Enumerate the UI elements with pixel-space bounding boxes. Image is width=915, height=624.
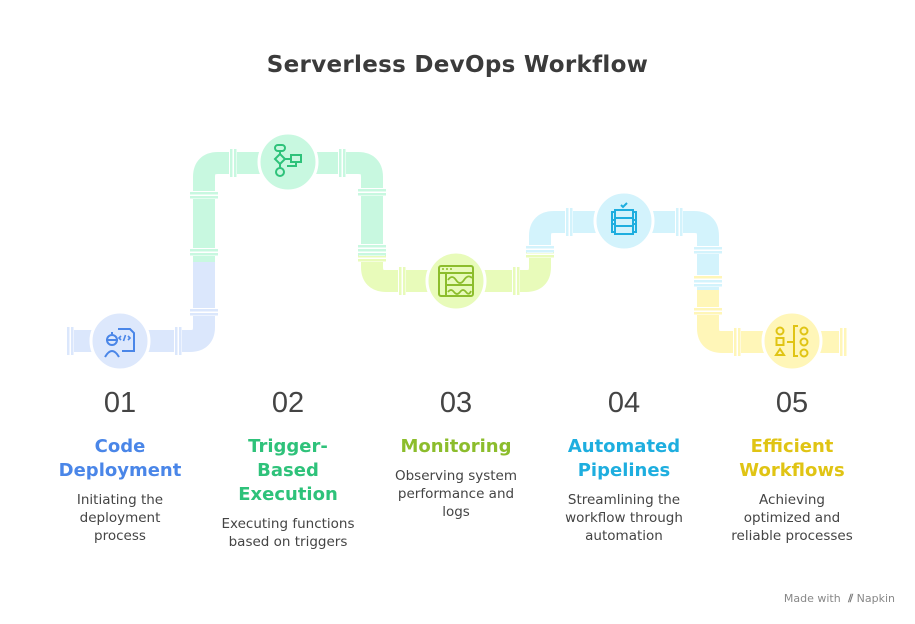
dashboard-chart-icon — [438, 265, 474, 297]
pipe-flange-bar — [358, 253, 386, 256]
footer-credit[interactable]: Made with ⫽ Napkin — [784, 592, 895, 606]
pipe-flange-bar — [844, 328, 847, 356]
pipe-flange-bar — [694, 280, 722, 283]
pipe-flange-bar — [234, 149, 237, 177]
developer-code-icon — [104, 328, 135, 358]
step-description: Observing system performance and logs — [394, 468, 518, 520]
step-4: 04 Automated Pipelines Streamlining the … — [544, 383, 704, 545]
pipe-flange-bar — [694, 284, 722, 287]
pipe-flange — [229, 150, 237, 176]
pipe-flange-bar — [526, 250, 554, 253]
pipe-flange-bar — [358, 255, 386, 258]
step-number: 02 — [271, 387, 305, 419]
step-title: Efficient Workflows — [739, 436, 845, 481]
step-2: 02 Trigger-Based Execution Executing fun… — [208, 383, 368, 551]
pipe-flange-bar — [190, 192, 218, 195]
pipe-flange-bar — [179, 327, 182, 355]
pipe-flange-bar — [738, 328, 741, 356]
pipe-flange-bar — [339, 149, 342, 177]
pipe-flange — [398, 268, 406, 294]
footer-prefix: Made with — [783, 592, 841, 605]
pipe-flange — [695, 307, 721, 315]
step-number: 05 — [775, 387, 809, 419]
step-4-node — [593, 190, 655, 252]
pipe-flange-bar — [358, 249, 386, 252]
pipe-flange — [839, 329, 847, 355]
pipe-flange-bar — [694, 276, 722, 279]
step-1-node — [89, 310, 151, 372]
pipe-flange-bar — [358, 189, 386, 192]
napkin-logo-icon: ⫽ — [848, 592, 854, 605]
flowchart-icon — [273, 144, 302, 177]
pipe-flange — [527, 250, 553, 258]
pipe-flange-bar — [694, 308, 722, 311]
pipe-flange-bar — [358, 245, 386, 248]
pipe-flange-bar — [694, 247, 722, 250]
step-description: Initiating the deployment process — [76, 492, 164, 544]
pipe-flange-bar — [570, 208, 573, 236]
pipe-segment-1 — [67, 262, 215, 352]
pipe-flange-bar — [680, 208, 683, 236]
pipe-flange-bar — [694, 251, 722, 254]
pipe-flange-bar — [190, 313, 218, 316]
pipe-flange — [527, 245, 553, 253]
server-check-icon — [611, 202, 637, 235]
pipe-flange-bar — [343, 149, 346, 177]
step-5: 05 Efficient Workflows Achieving optimiz… — [712, 383, 872, 545]
pipe-flange-bar — [526, 255, 554, 258]
pipe-flange — [359, 254, 385, 262]
pipe-flange — [338, 150, 346, 176]
step-1: 01 Code Deployment Initiating the deploy… — [40, 383, 200, 545]
pipe-flange — [359, 188, 385, 196]
step-number: 01 — [103, 387, 137, 419]
pipe-flange-bar — [840, 328, 843, 356]
pipe-flange — [191, 191, 217, 199]
pipe-flange — [733, 329, 741, 355]
pipe-flange — [695, 246, 721, 254]
pipe-flange-bar — [694, 312, 722, 315]
step-3: 03 Monitoring Observing system performan… — [376, 383, 536, 521]
step-title: Trigger-Based Execution — [238, 436, 338, 505]
pipe-flange-bar — [526, 246, 554, 249]
pipe-flange — [359, 244, 385, 252]
pipe-flange-bar — [566, 208, 569, 236]
pipe-flange-bar — [230, 149, 233, 177]
pipe-flange-bar — [676, 208, 679, 236]
pipe-flange-bar — [517, 267, 520, 295]
footer-brand: Napkin — [856, 592, 895, 605]
step-2-node — [257, 131, 319, 193]
pipe-segment-5 — [697, 290, 845, 353]
pipe-flange-bar — [513, 267, 516, 295]
step-description: Achieving optimized and reliable process… — [731, 492, 853, 544]
shapes-sort-icon — [774, 325, 809, 358]
pipe-flange-bar — [175, 327, 178, 355]
pipe-flange-bar — [190, 249, 218, 252]
pipe-flange — [191, 308, 217, 316]
pipe-flange-bar — [71, 327, 74, 355]
pipe-flange — [191, 248, 217, 256]
pipe-flange — [66, 328, 74, 354]
pipe-flange-bar — [67, 327, 70, 355]
pipe-flange-bar — [403, 267, 406, 295]
pipe-flange-bar — [190, 253, 218, 256]
pipe-flange — [174, 328, 182, 354]
pipe-flange-bar — [734, 328, 737, 356]
pipe-flange-bar — [399, 267, 402, 295]
step-title: Automated Pipelines — [567, 436, 681, 481]
step-description: Streamlining the workflow through automa… — [565, 492, 683, 544]
pipe-flange — [565, 209, 573, 235]
pipe-flange-bar — [358, 259, 386, 262]
step-number: 04 — [607, 387, 641, 419]
step-number: 03 — [439, 387, 473, 419]
pipe-flange — [675, 209, 683, 235]
step-title: Code Deployment — [58, 436, 182, 481]
diagram-title: Serverless DevOps Workflow — [266, 52, 649, 78]
pipe-flange — [695, 279, 721, 287]
pipe-flange-bar — [358, 193, 386, 196]
pipe-flange — [512, 268, 520, 294]
step-description: Executing functions based on triggers — [221, 516, 355, 550]
pipe-flange-bar — [190, 309, 218, 312]
step-title: Monitoring — [400, 436, 512, 457]
pipe-flange-bar — [190, 196, 218, 199]
